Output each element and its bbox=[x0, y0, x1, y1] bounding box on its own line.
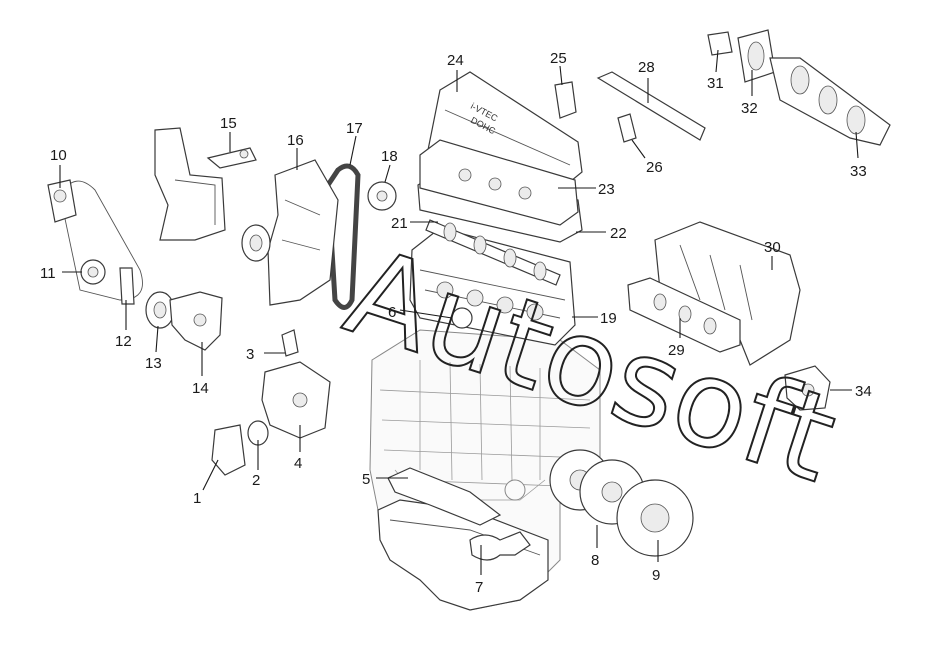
callout-23: 23 bbox=[598, 181, 615, 198]
callout-1: 1 bbox=[193, 490, 201, 507]
callout-22: 22 bbox=[610, 225, 627, 242]
callout-28: 28 bbox=[638, 59, 655, 76]
callout-4: 4 bbox=[294, 455, 302, 472]
callout-16: 16 bbox=[287, 132, 304, 149]
sensor-26 bbox=[617, 113, 637, 143]
head-cover-lower bbox=[419, 139, 579, 226]
callout-32: 32 bbox=[741, 100, 758, 117]
callout-19: 19 bbox=[600, 310, 617, 327]
throttle-32 bbox=[737, 29, 776, 83]
callout-15: 15 bbox=[220, 115, 237, 132]
pump-14 bbox=[169, 291, 223, 351]
fuel-rail-28 bbox=[596, 71, 706, 141]
callout-2: 2 bbox=[252, 472, 260, 489]
callout-18: 18 bbox=[381, 148, 398, 165]
callout-30: 30 bbox=[764, 239, 781, 256]
pressure-plate-9 bbox=[616, 479, 694, 557]
crank-pulley bbox=[241, 224, 271, 262]
callout-17: 17 bbox=[346, 120, 363, 137]
callouts: 1 2 3 4 5 6 7 8 9 10 11 12 13 14 15 16 1 bbox=[40, 49, 872, 596]
callout-10: 10 bbox=[50, 147, 67, 164]
callout-7: 7 bbox=[475, 579, 483, 596]
callout-29: 29 bbox=[668, 342, 685, 359]
pulley-13 bbox=[145, 291, 175, 329]
sensor-31 bbox=[707, 31, 733, 56]
oil-strainer bbox=[469, 531, 531, 561]
cam-sprocket bbox=[367, 181, 397, 211]
sensor-34 bbox=[784, 365, 831, 411]
idler-pulley-11 bbox=[80, 259, 106, 285]
engine-mount bbox=[154, 127, 226, 241]
tensioner-10 bbox=[47, 179, 77, 223]
callout-5: 5 bbox=[362, 471, 370, 488]
callout-26: 26 bbox=[646, 159, 663, 176]
callout-6: 6 bbox=[388, 304, 396, 321]
callout-9: 9 bbox=[652, 567, 660, 584]
callout-31: 31 bbox=[707, 75, 724, 92]
callout-3: 3 bbox=[246, 346, 254, 363]
housing-4 bbox=[261, 361, 331, 439]
callout-8: 8 bbox=[591, 552, 599, 569]
sensor-25 bbox=[554, 81, 577, 119]
callout-14: 14 bbox=[192, 380, 209, 397]
callout-12: 12 bbox=[115, 333, 132, 350]
timing-chain bbox=[325, 163, 361, 310]
mount-bracket-15 bbox=[206, 147, 257, 169]
manifold-33 bbox=[769, 57, 891, 146]
camshaft bbox=[425, 219, 561, 286]
outlet-1 bbox=[211, 424, 246, 476]
callout-11: 11 bbox=[40, 265, 56, 282]
cylinder-head bbox=[409, 227, 576, 346]
oil-pan-gasket bbox=[387, 467, 502, 526]
callout-25: 25 bbox=[550, 50, 567, 67]
callout-21: 21 bbox=[391, 215, 408, 232]
gasket-29 bbox=[627, 277, 741, 353]
callout-34: 34 bbox=[855, 383, 872, 400]
callout-24: 24 bbox=[447, 52, 464, 69]
bracket-12 bbox=[119, 267, 135, 305]
callout-33: 33 bbox=[850, 163, 867, 180]
callout-13: 13 bbox=[145, 355, 162, 372]
timing-cover bbox=[267, 159, 339, 306]
sensor-3 bbox=[281, 329, 299, 357]
